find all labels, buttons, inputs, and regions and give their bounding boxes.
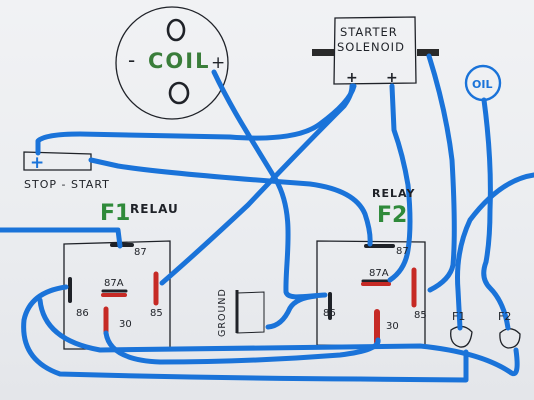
- solenoid-mount-right: [417, 49, 439, 56]
- f2-pin-85: 85: [414, 310, 427, 321]
- wire-f1-to-fuse-f2: [37, 297, 520, 377]
- f2-pin-87: 87: [396, 246, 409, 257]
- fuse-f1-label: F1: [452, 310, 465, 323]
- stop-start-label: STOP - START: [24, 178, 110, 191]
- coil-terminal-bottom: [168, 81, 190, 105]
- wire-ground-to-f2: [265, 293, 319, 330]
- relay-f2-title-word: RELAY: [372, 187, 415, 200]
- fuse-f2: [499, 328, 521, 349]
- wires: [0, 53, 534, 383]
- solenoid-terminal-right: +: [386, 70, 398, 86]
- f1-pin-87: 87: [134, 247, 147, 258]
- f1-pin-87a: 87A: [104, 278, 124, 289]
- wire-right-edge-to-f1: [455, 172, 534, 331]
- wire-solenoid-right-down: [426, 53, 457, 293]
- ground-label: GROUND: [217, 288, 228, 337]
- wire-stop-start-right: [88, 157, 373, 247]
- solenoid-terminal-left: +: [346, 70, 358, 86]
- relay-f1-title-id: F1: [100, 201, 130, 226]
- coil-body: [115, 6, 229, 120]
- coil-label: COIL: [148, 49, 210, 73]
- solenoid-box: [333, 16, 417, 85]
- f2-pin-87a: 87A: [369, 268, 389, 279]
- coil-plus: +: [211, 53, 225, 73]
- wire-f1-85-solenoid: [159, 83, 355, 286]
- wire-f1-30-to-f2-30: [103, 330, 381, 365]
- relay-f1-title-word: RELAU: [130, 202, 179, 216]
- f2-pin-86: 86: [323, 308, 336, 319]
- f2-pin-30: 30: [386, 321, 399, 332]
- stop-start-switch: [23, 151, 92, 171]
- wire-oil-to-f2: [481, 97, 511, 331]
- f1-pin-85: 85: [150, 308, 163, 319]
- f1-pin-86: 86: [76, 308, 89, 319]
- solenoid-line2: SOLENOID: [337, 40, 405, 54]
- oil-label: OIL: [472, 78, 492, 91]
- solenoid-line1: STARTER: [340, 25, 398, 39]
- wire-left-to-f1-87: [0, 227, 123, 249]
- solenoid-mount-left: [312, 49, 334, 56]
- wire-solenoid-to-f2-87a: [387, 83, 413, 283]
- fuse-f2-label: F2: [498, 310, 511, 323]
- wire-coil-plus: [211, 69, 328, 300]
- stop-start-plus: +: [30, 153, 44, 173]
- coil-terminal-top: [166, 18, 186, 42]
- relay-f2-title-id: F2: [377, 203, 407, 228]
- ground-block: [236, 291, 265, 334]
- coil-minus: -: [128, 48, 135, 72]
- labels: - COIL + STARTER SOLENOID + + OIL + STOP…: [24, 25, 511, 337]
- wire-f1-86-loop: [21, 284, 469, 383]
- f1-pin-30: 30: [119, 319, 132, 330]
